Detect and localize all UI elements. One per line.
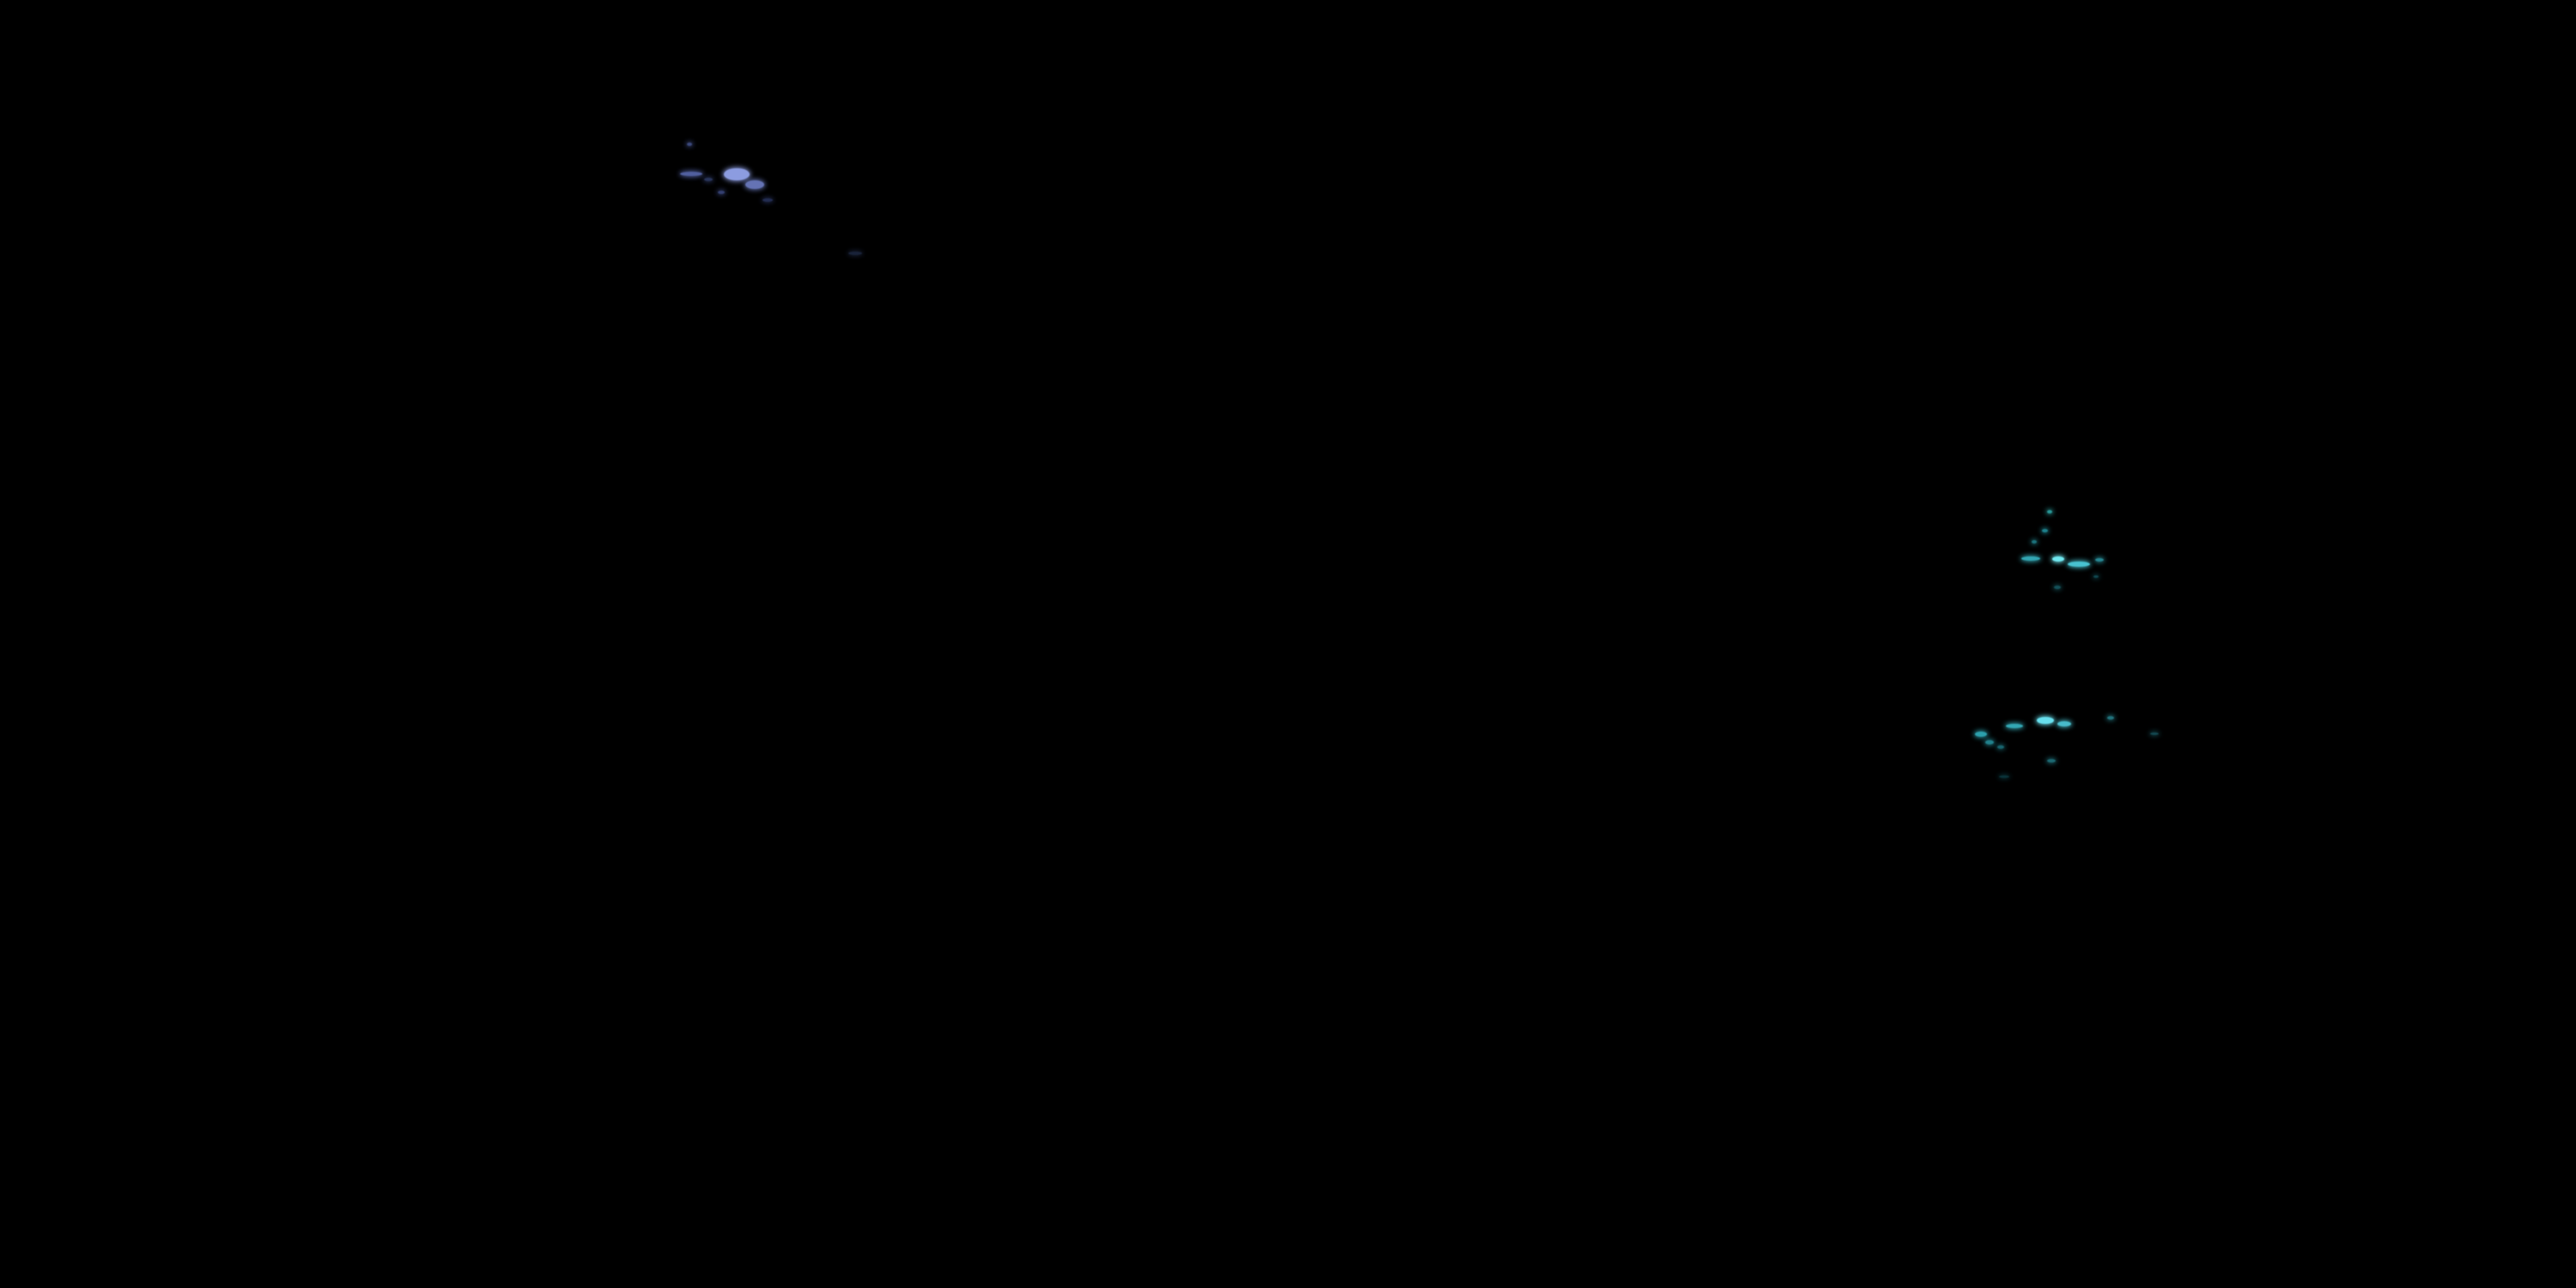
light-speck xyxy=(724,168,750,180)
light-speck xyxy=(2054,586,2061,589)
light-speck xyxy=(2047,510,2052,513)
light-speck xyxy=(848,252,862,255)
light-speck xyxy=(1975,732,1987,737)
light-speck xyxy=(704,178,713,181)
light-speck xyxy=(762,198,773,202)
light-speck xyxy=(2107,716,2114,720)
light-speck xyxy=(687,143,692,146)
light-speck xyxy=(2068,562,2090,567)
light-speck xyxy=(1999,775,2009,778)
light-speck xyxy=(1985,740,1994,744)
light-speck xyxy=(2037,717,2054,724)
light-speck xyxy=(2006,724,2023,728)
light-speck xyxy=(2042,529,2048,532)
light-speck xyxy=(2047,759,2056,762)
light-speck xyxy=(2150,732,2159,735)
light-speck xyxy=(745,180,764,189)
light-speck xyxy=(2057,721,2071,726)
light-speck xyxy=(1997,745,2004,749)
light-speck xyxy=(2021,556,2040,561)
light-speck xyxy=(2093,575,2099,578)
light-speck xyxy=(2032,540,2037,544)
light-speck xyxy=(2095,558,2104,562)
light-speck xyxy=(718,191,725,194)
light-speck xyxy=(680,172,702,176)
light-speck xyxy=(2052,556,2064,562)
